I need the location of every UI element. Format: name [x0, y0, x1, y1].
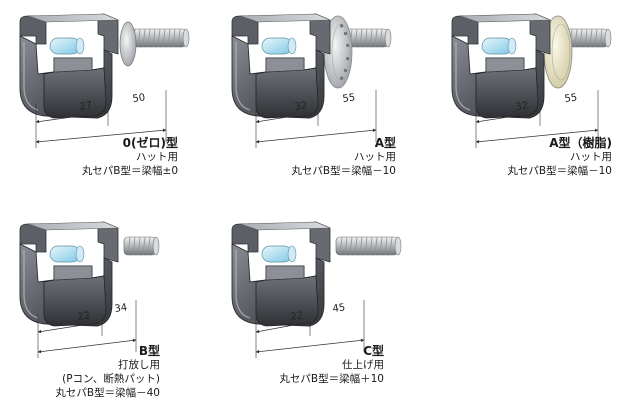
caption-line: 丸セパB型＝梁幅－40 [55, 387, 160, 399]
clamp-inner-lip [53, 57, 93, 73]
clamp-zero [19, 13, 190, 119]
dimensions-b: 22 34 [37, 300, 137, 358]
frame-left-arm [19, 223, 47, 253]
frame-top [27, 221, 119, 231]
dim-long-value: 55 [564, 92, 578, 105]
caption-b: B型打放し用 (Pコン、断熱パット) 丸セパB型＝梁幅－40 [0, 344, 160, 400]
dim-line-long [475, 128, 599, 144]
model-title: 0(ゼロ)型 [122, 136, 178, 150]
dim-line-long [37, 338, 137, 354]
dim-line-short [37, 320, 103, 334]
bolt-end [604, 28, 612, 48]
caption-c: C型仕上げ用丸セパB型＝梁幅＋10 [184, 344, 384, 386]
bolt-end [152, 236, 160, 256]
caption-a: A型ハット用丸セパB型＝梁幅－10 [196, 136, 396, 178]
frame-left-arm [231, 223, 259, 253]
dim-line-short [255, 320, 311, 334]
dim-long-value: 45 [332, 302, 346, 315]
washer [119, 21, 137, 67]
clamp-inner-lip [53, 265, 93, 281]
dim-line-short [255, 110, 319, 124]
clamp-a [231, 13, 392, 119]
clamp-front-plate [43, 275, 107, 327]
roller [261, 37, 293, 55]
clamp-inner-lip [265, 265, 305, 281]
bolt-end [394, 236, 402, 256]
dim-line-long [255, 128, 377, 144]
caption-line: 丸セパB型＝梁幅－10 [507, 165, 612, 177]
frame-top [239, 221, 331, 231]
caption-line: 仕上げ用 [342, 359, 384, 371]
dim-short-value: 32 [515, 100, 529, 113]
frame-left-arm [19, 15, 47, 45]
clamp-inner-lip [265, 57, 305, 73]
caption-line: 丸セパB型＝梁幅±0 [81, 165, 178, 177]
dim-line-long [255, 338, 365, 354]
dim-short-value: 22 [77, 310, 91, 323]
dim-line-long [35, 128, 167, 144]
dimensions-a: 32 55 [255, 90, 377, 148]
clamp-b [19, 221, 160, 327]
clamp-inner-lip [485, 57, 525, 73]
caption-line: 丸セパB型＝梁幅－10 [291, 165, 396, 177]
model-title: A型 [374, 136, 396, 150]
caption-zero: 0(ゼロ)型ハット用丸セパB型＝梁幅±0 [0, 136, 178, 178]
dimensions-zero: 27 50 [35, 90, 167, 148]
model-title: B型 [138, 344, 160, 358]
frame-left-arm [231, 15, 259, 45]
frame-top [239, 13, 331, 23]
dim-long-value: 34 [114, 302, 128, 315]
roller [49, 37, 81, 55]
caption-line: ハット用 [570, 151, 612, 163]
caption-line: 打放し用 [118, 359, 160, 371]
dim-short-value: 32 [294, 100, 308, 113]
frame-left-arm [451, 15, 479, 45]
clamp-c [231, 221, 402, 327]
dim-short-value: 22 [290, 310, 304, 323]
dim-short-value: 27 [79, 100, 93, 113]
dim-line-short [475, 110, 541, 124]
clamp-front-plate [43, 67, 107, 119]
caption-line: ハット用 [354, 151, 396, 163]
clamp-front-plate [255, 67, 319, 119]
roller [481, 37, 513, 55]
bolt-end [182, 28, 190, 48]
caption-line: (Pコン、断熱パット) [62, 373, 160, 385]
clamp-front-plate [255, 275, 319, 327]
model-title: A型（樹脂) [549, 136, 612, 150]
clamp-a-resin [451, 13, 612, 119]
caption-line: 丸セパB型＝梁幅＋10 [279, 373, 384, 385]
dim-long-value: 50 [132, 92, 146, 105]
dim-long-value: 55 [342, 92, 356, 105]
model-title: C型 [363, 344, 384, 358]
dimensions-a-resin: 32 55 [475, 90, 599, 148]
roller [261, 245, 293, 263]
dimensions-c: 22 45 [255, 300, 365, 358]
roller [49, 245, 81, 263]
frame-top [27, 13, 119, 23]
caption-line: ハット用 [136, 151, 178, 163]
bolt-end [384, 28, 392, 48]
dim-line-short [35, 110, 109, 124]
frame-top [459, 13, 551, 23]
caption-a-resin: A型（樹脂)ハット用丸セパB型＝梁幅－10 [412, 136, 612, 178]
